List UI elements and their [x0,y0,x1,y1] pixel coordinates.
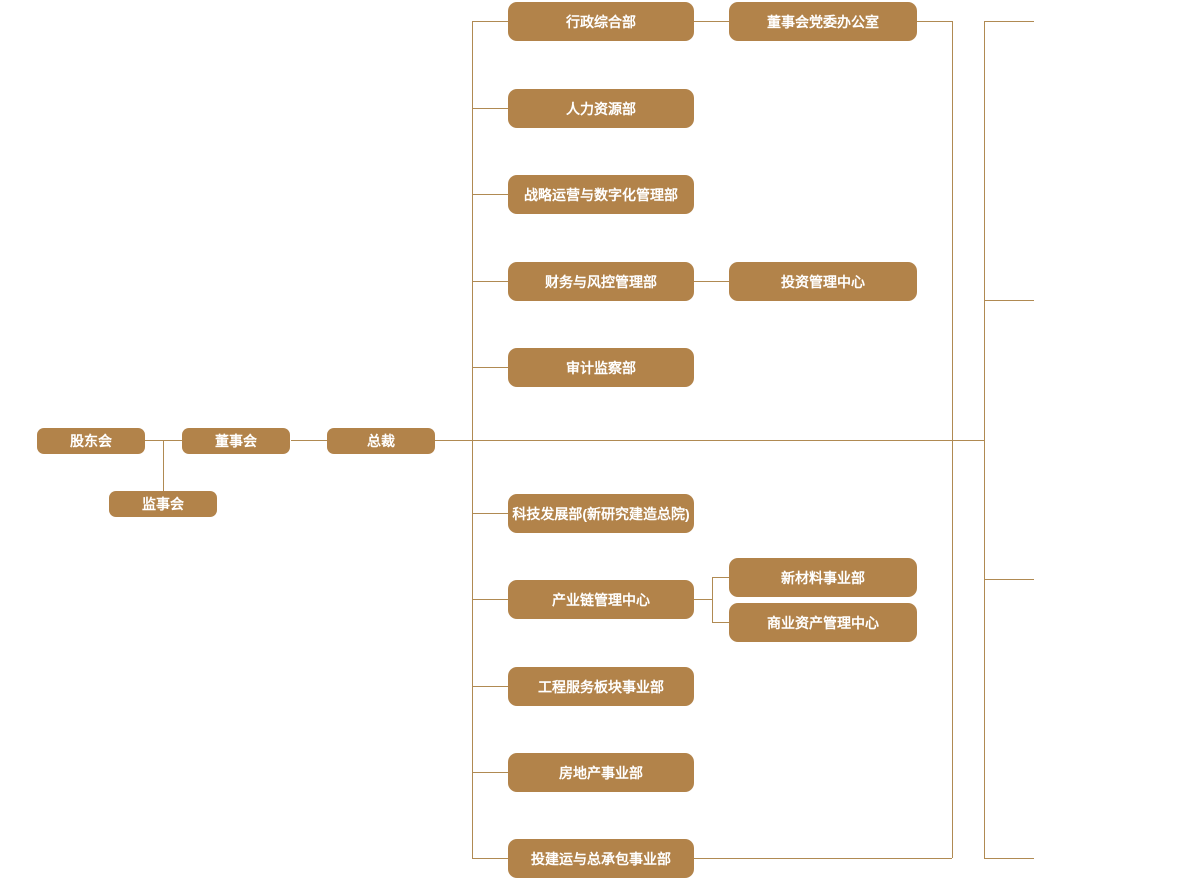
node-admin-dept: 行政综合部 [508,2,694,41]
stub-epc-line [472,858,508,859]
stub-admin-line [472,21,508,22]
node-hr-dept: 人力资源部 [508,89,694,128]
bus-right-outer-line [984,21,985,859]
branch-industry-chain-out-line [694,599,712,600]
node-investment-center: 投资管理中心 [729,262,917,301]
stub-tech-line [472,513,508,514]
tick-right-1-line [984,21,1034,22]
node-strategy-dept: 战略运营与数字化管理部 [508,175,694,214]
node-president: 总裁 [327,428,435,454]
stub-strategy-line [472,194,508,195]
bus-departments-line [472,21,473,859]
node-board-of-directors: 董事会 [182,428,290,454]
link-board-office-bus-line [917,21,952,22]
trunk-president-line [435,440,984,441]
stub-hr-line [472,108,508,109]
drop-supervisory-line [163,440,164,491]
node-board-party-office: 董事会党委办公室 [729,2,917,41]
link-board-president [291,440,327,441]
link-epc-right-line [694,858,952,859]
stub-industry-chain-line [472,599,508,600]
tick-right-4-line [984,858,1034,859]
branch-industry-chain-vline [712,577,713,623]
tick-right-2-line [984,300,1034,301]
node-new-materials: 新材料事业部 [729,558,917,597]
stub-audit-line [472,367,508,368]
node-industry-chain-dept: 产业链管理中心 [508,580,694,619]
link-admin-board-office-line [694,21,729,22]
node-shareholders: 股东会 [37,428,145,454]
node-supervisory-board: 监事会 [109,491,217,517]
stub-finance-line [472,281,508,282]
node-epc-dept: 投建运与总承包事业部 [508,839,694,878]
branch-new-materials-line [712,577,729,578]
node-engineering-dept: 工程服务板块事业部 [508,667,694,706]
tick-right-3-line [984,579,1034,580]
node-finance-risk-dept: 财务与风控管理部 [508,262,694,301]
node-commercial-assets: 商业资产管理中心 [729,603,917,642]
link-finance-investment-line [694,281,729,282]
branch-commercial-assets-line [712,622,729,623]
node-tech-dept: 科技发展部(新研究建造总院) [508,494,694,533]
node-real-estate-dept: 房地产事业部 [508,753,694,792]
node-audit-dept: 审计监察部 [508,348,694,387]
stub-engineering-line [472,686,508,687]
bus-right-inner-line [952,21,953,858]
stub-real-estate-line [472,772,508,773]
